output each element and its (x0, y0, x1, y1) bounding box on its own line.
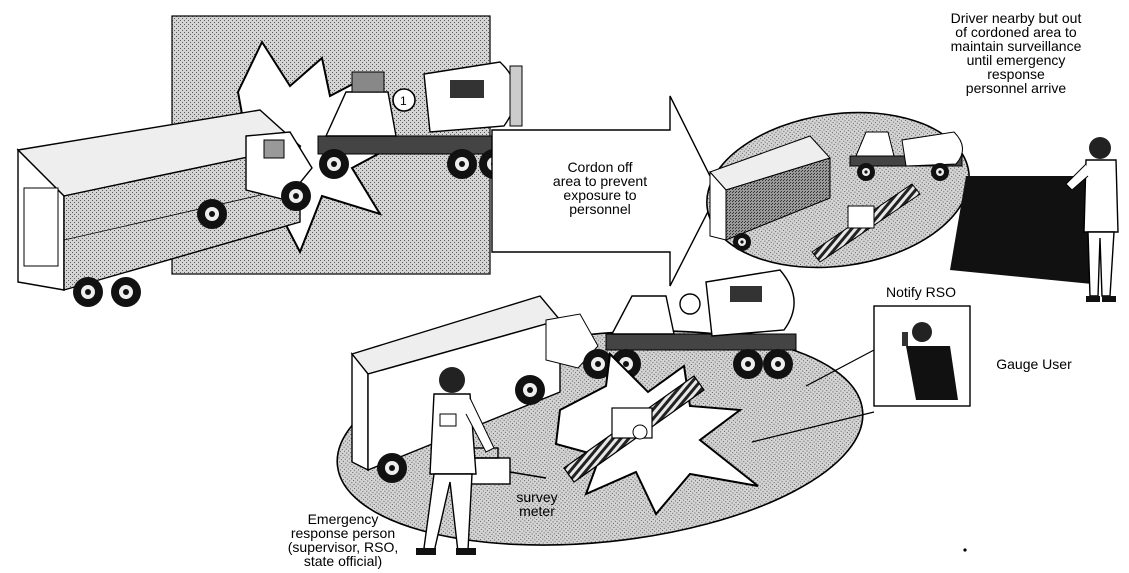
gauge-user-label: Gauge User (986, 357, 1082, 371)
emergency-person-label: Emergency response person (supervisor, R… (262, 512, 424, 568)
driver-note-line: personnel arrive (903, 81, 1129, 95)
emergency-person-line: (supervisor, RSO, (262, 540, 424, 554)
cordon-note-line: personnel (534, 202, 666, 216)
cordon-note-line: exposure to (534, 188, 666, 202)
driver-note-line: Driver nearby but out (903, 11, 1129, 25)
driver-note-line: maintain surveillance (903, 39, 1129, 53)
cordon-note-line: area to prevent (534, 174, 666, 188)
notify-rso-label: Notify RSO (866, 285, 976, 299)
survey-meter-line: survey (502, 490, 572, 504)
driver-note-line: of cordoned area to (903, 25, 1129, 39)
driver-note: Driver nearby but out of cordoned area t… (903, 11, 1129, 95)
speck (963, 548, 966, 551)
emergency-person-line: Emergency (262, 512, 424, 526)
driver-note-line: until emergency (903, 53, 1129, 67)
panel-accident: 1 (18, 16, 522, 307)
surveillance-cone (950, 176, 1094, 284)
svg-text:1: 1 (400, 94, 407, 108)
survey-meter-label: survey meter (502, 490, 572, 518)
panel-cordon (697, 96, 1118, 302)
survey-meter-line: meter (502, 504, 572, 518)
cordon-note: Cordon off area to prevent exposure to p… (534, 160, 666, 216)
emergency-person-line: state official) (262, 554, 424, 568)
cordon-note-line: Cordon off (534, 160, 666, 174)
emergency-person-line: response person (262, 526, 424, 540)
driver-note-line: response (903, 67, 1129, 81)
